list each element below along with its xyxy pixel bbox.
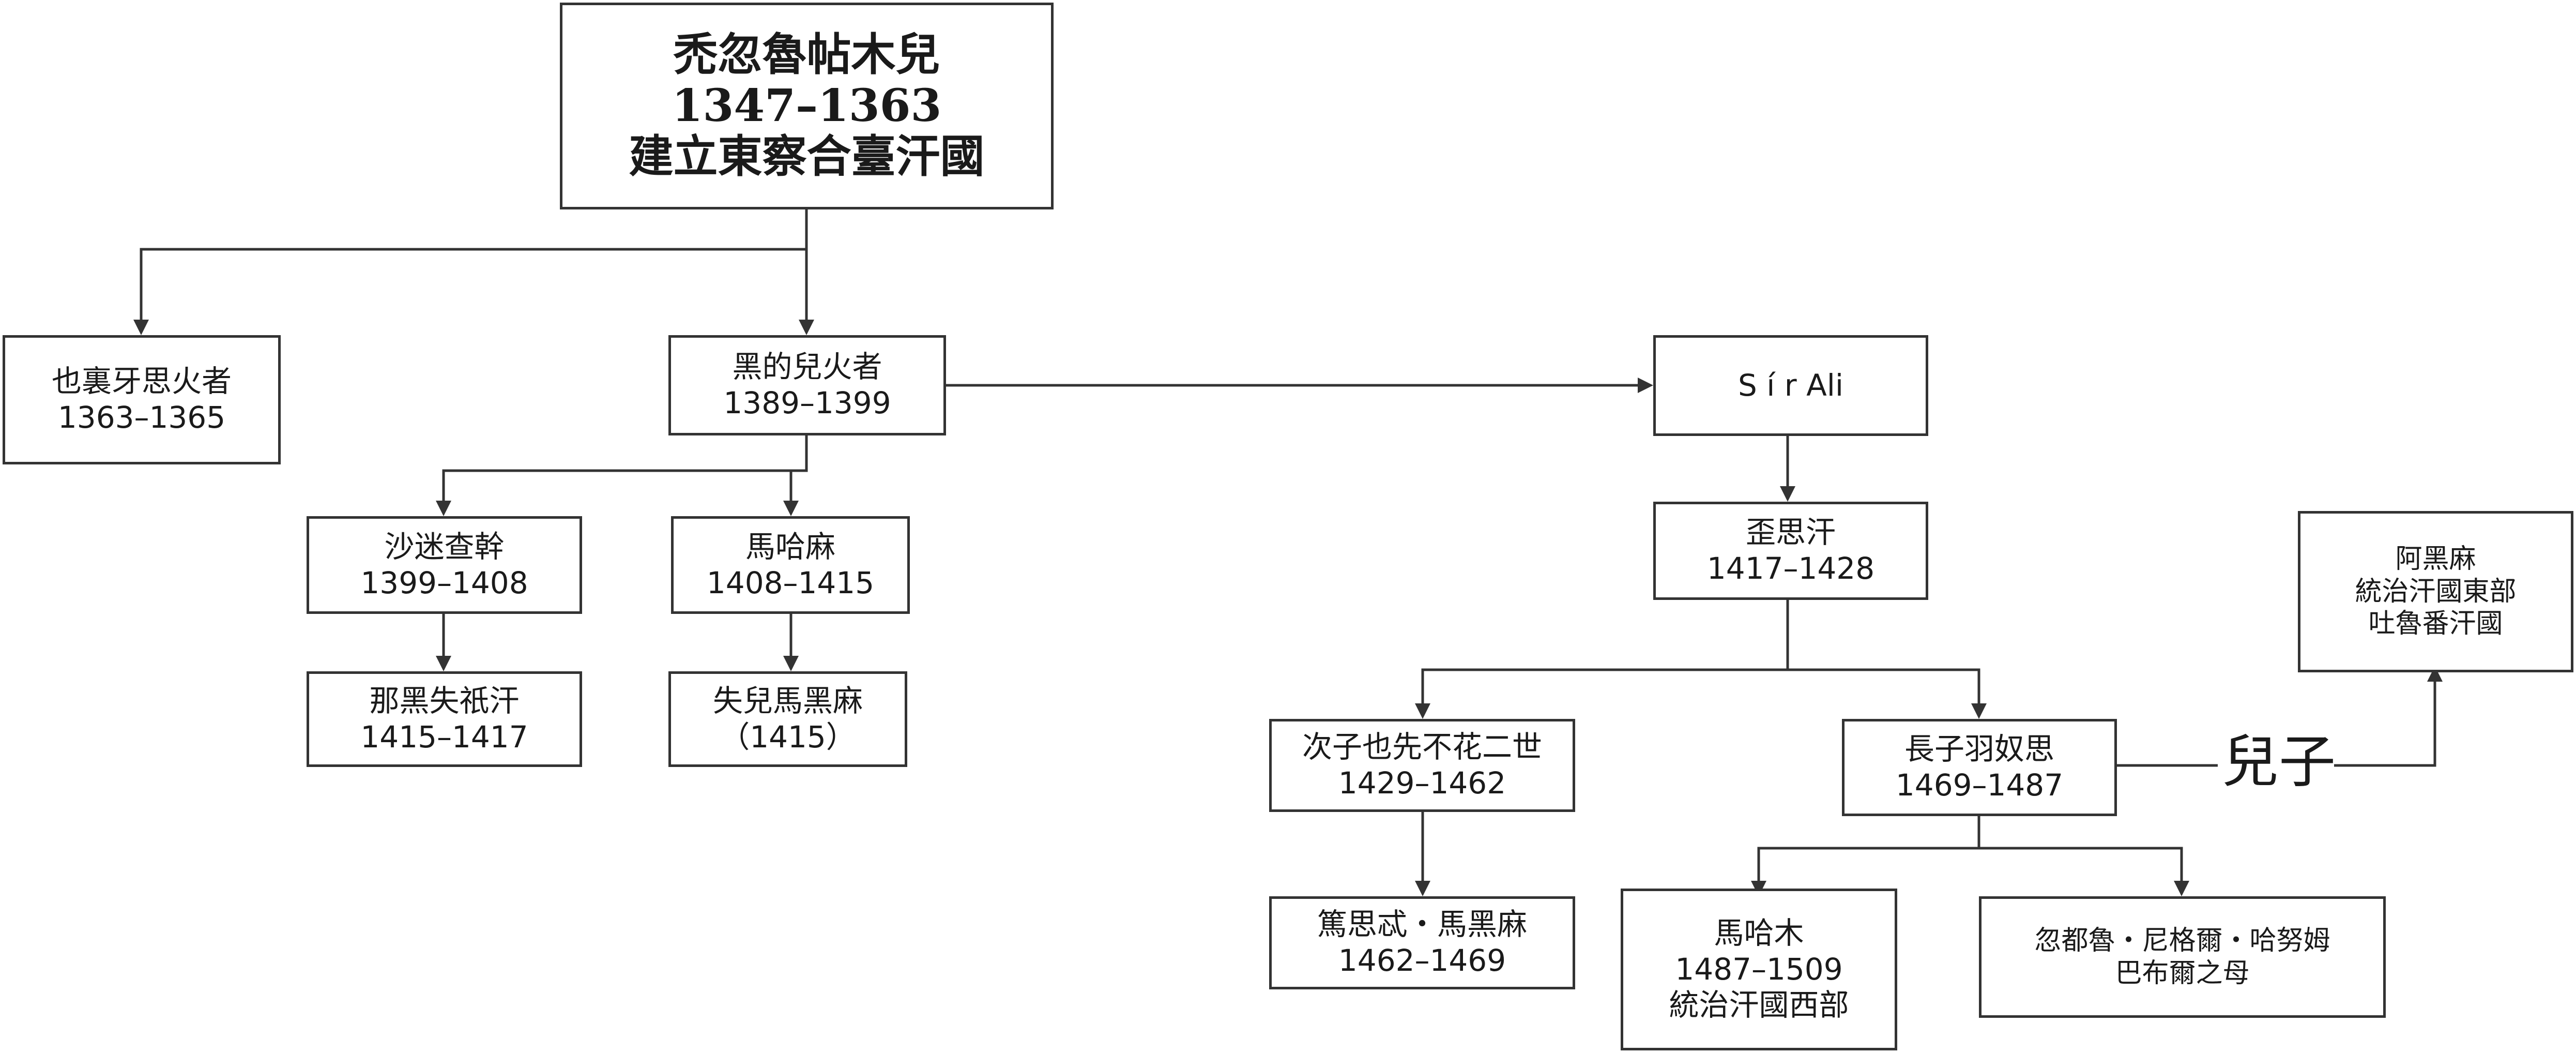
edge-yunus-ahmad-right: [2334, 674, 2436, 767]
node-ahmad: 阿黑麻 統治汗國東部 吐魯番汗國: [2298, 511, 2573, 672]
node-sirali-name: S í r Ali: [1738, 367, 1843, 403]
arrow-muhammad: [783, 501, 799, 516]
arrow-shams: [436, 501, 451, 516]
edge-khizr-shams: [442, 435, 808, 508]
node-khutlugh: 忽都魯・尼格爾・哈努姆 巴布爾之母: [1979, 896, 2386, 1018]
node-dost: 篤思忒・馬黑麻 1462–1469: [1269, 896, 1575, 989]
node-khizr-name: 黑的兒火者: [732, 349, 882, 385]
node-esen-name: 次子也先不花二世: [1302, 729, 1542, 765]
node-mahmud-note: 統治汗國西部: [1669, 987, 1849, 1023]
node-yunus-years: 1469–1487: [1895, 768, 2064, 803]
node-muhammad-name: 馬哈麻: [745, 529, 835, 564]
arrow-esen: [1415, 703, 1430, 719]
node-root-years: 1347–1363: [672, 79, 942, 132]
edge-wais-esen: [1421, 600, 1789, 711]
node-yunus-name: 長子羽奴思: [1904, 731, 2054, 767]
node-wais-years: 1417–1428: [1706, 551, 1875, 586]
arrow-khutlugh: [2174, 881, 2189, 896]
node-shams-years: 1399–1408: [360, 565, 528, 600]
arrow-sirali: [1638, 378, 1653, 393]
node-naqsh: 那黑失祇汗 1415–1417: [307, 671, 582, 767]
node-ilyas: 也裏牙思火者 1363–1365: [3, 335, 281, 464]
node-shams: 沙迷查幹 1399–1408: [307, 516, 582, 614]
node-khutlugh-note: 巴布爾之母: [2115, 957, 2250, 989]
edge-wais-yunus: [1788, 668, 1980, 711]
node-sirali: S í r Ali: [1653, 335, 1928, 436]
node-wais-name: 歪思汗: [1745, 515, 1836, 550]
node-root-name: 禿忽魯帖木兒: [673, 28, 940, 81]
node-esen: 次子也先不花二世 1429–1462: [1269, 719, 1575, 812]
node-shir-name: 失兒馬黑麻: [712, 683, 863, 718]
arrow-ahmad: [2427, 666, 2443, 682]
edge-yunus-khutlugh: [1979, 847, 2183, 889]
node-naqsh-years: 1415–1417: [360, 719, 528, 755]
node-mahmud-years: 1487–1509: [1675, 951, 1843, 987]
node-shir: 失兒馬黑麻 （1415）: [668, 671, 907, 767]
edge-root-ilyas: [140, 209, 808, 327]
arrow-dost: [1415, 881, 1430, 896]
node-dost-name: 篤思忒・馬黑麻: [1317, 907, 1527, 942]
node-root: 禿忽魯帖木兒 1347–1363 建立東察合臺汗國: [560, 3, 1054, 209]
arrow-shir: [783, 656, 799, 671]
node-ahmad-note1: 統治汗國東部: [2355, 576, 2517, 607]
node-khutlugh-name: 忽都魯・尼格爾・哈努姆: [2034, 925, 2330, 957]
node-ilyas-years: 1363–1365: [57, 400, 226, 435]
node-shams-name: 沙迷查幹: [384, 529, 505, 564]
node-wais: 歪思汗 1417–1428: [1653, 502, 1928, 600]
node-ahmad-name: 阿黑麻: [2395, 544, 2476, 575]
node-naqsh-name: 那黑失祇汗: [369, 683, 520, 718]
node-khizr: 黑的兒火者 1389–1399: [668, 335, 946, 435]
node-root-note: 建立東察合臺汗國: [629, 130, 985, 183]
edge-yunus-mahmud: [1757, 816, 1980, 889]
node-mahmud-name: 馬哈木: [1714, 915, 1804, 951]
node-mahmud: 馬哈木 1487–1509 統治汗國西部: [1621, 889, 1897, 1050]
arrow-ilyas: [133, 320, 149, 335]
arrow-naqsh: [436, 656, 451, 671]
node-shir-years: （1415）: [720, 719, 856, 755]
node-esen-years: 1429–1462: [1338, 765, 1506, 801]
node-yunus: 長子羽奴思 1469–1487: [1842, 719, 2117, 816]
node-dost-years: 1462–1469: [1338, 943, 1506, 978]
arrow-yunus: [1971, 703, 1987, 719]
edge-khizr-muhammad: [789, 469, 806, 508]
node-muhammad-years: 1408–1415: [706, 565, 875, 600]
arrow-wais: [1780, 486, 1795, 502]
node-khizr-years: 1389–1399: [723, 385, 891, 420]
arrow-khizr: [799, 320, 814, 335]
son-relation-label: 兒子: [2222, 729, 2336, 795]
node-muhammad: 馬哈麻 1408–1415: [671, 516, 910, 614]
node-ahmad-note2: 吐魯番汗國: [2368, 608, 2503, 640]
node-ilyas-name: 也裏牙思火者: [51, 364, 232, 399]
